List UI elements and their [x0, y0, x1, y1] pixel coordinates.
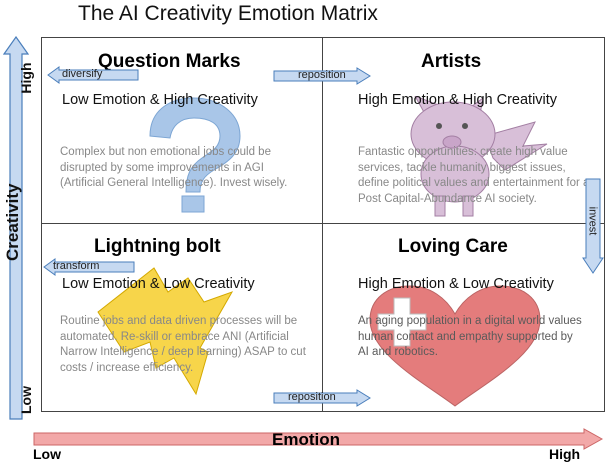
matrix-vertical-divider: [322, 37, 323, 412]
emotion-axis-arrow: [33, 428, 603, 450]
quadrant-heading-lightning-bolt: Lightning bolt: [94, 236, 221, 257]
reposition-top-arrow: [273, 67, 371, 85]
diversify-arrow-label: diversify: [62, 68, 103, 80]
quadrant-subtitle-artists: High Emotion & High Creativity: [358, 92, 558, 108]
invest-arrow: [582, 178, 604, 274]
transform-arrow-label: transform: [53, 260, 100, 272]
quadrant-subtitle-question-marks: Low Emotion & High Creativity: [62, 92, 258, 108]
creativity-axis-arrow: [3, 36, 29, 420]
invest-arrow-label: invest: [586, 206, 599, 236]
creativity-low-label: Low: [18, 386, 34, 414]
emotion-high-label: High: [549, 446, 581, 462]
reposition-top-arrow-label: reposition: [298, 69, 346, 81]
reposition-bottom-arrow-label: reposition: [288, 391, 336, 403]
quadrant-heading-question-marks: Question Marks: [98, 51, 241, 72]
quadrant-description-loving-care: An aging population in a digital world v…: [358, 315, 582, 358]
pig-icon: [355, 95, 555, 223]
reposition-bottom-arrow: [273, 389, 371, 407]
creativity-high-label: High: [18, 62, 34, 94]
quadrant-description-artists: Fantastic opportunities: create high val…: [358, 146, 590, 205]
diagram-title: The AI Creativity Emotion Matrix: [78, 2, 378, 25]
emotion-axis-label: Emotion: [272, 430, 340, 449]
quadrant-description-lightning-bolt: Routine jobs and data driven processes w…: [60, 315, 306, 374]
quadrant-description-question-marks: Complex but non emotional jobs could be …: [60, 146, 288, 189]
quadrant-heading-loving-care: Loving Care: [398, 236, 508, 257]
quadrant-heading-artists: Artists: [421, 51, 482, 72]
quadrant-subtitle-lightning-bolt: Low Emotion & Low Creativity: [62, 276, 255, 292]
quadrant-subtitle-loving-care: High Emotion & Low Creativity: [358, 276, 554, 292]
question-mark-icon: [138, 96, 244, 219]
lightning-bolt-icon: [96, 262, 236, 401]
medical-cross-icon: [376, 296, 428, 353]
matrix-horizontal-divider: [41, 223, 605, 224]
transform-arrow: [43, 258, 135, 276]
emotion-low-label: Low: [33, 446, 61, 462]
diversify-arrow: [47, 66, 139, 84]
creativity-axis-label: Creativity: [3, 183, 22, 261]
